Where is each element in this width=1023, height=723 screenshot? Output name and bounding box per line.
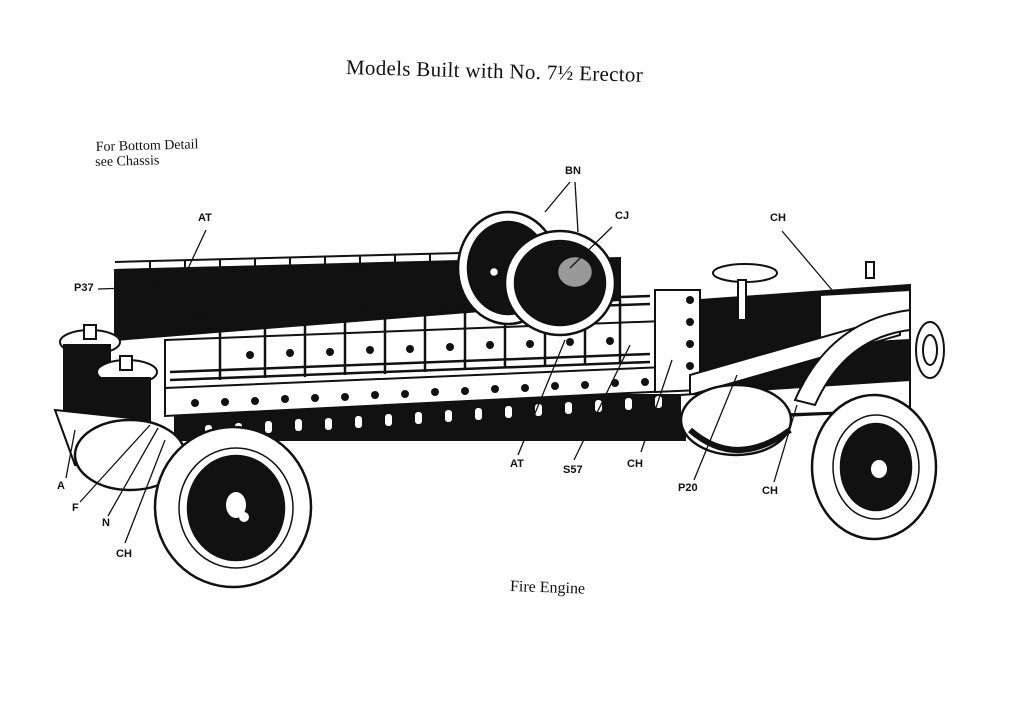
- callout-f: F: [72, 502, 79, 514]
- leader-p37: [97, 286, 161, 290]
- callout-p37: P37: [74, 282, 94, 294]
- leader-ch-br: [773, 404, 798, 483]
- upper-ladder: [114, 252, 461, 290]
- cab-section: [679, 261, 945, 422]
- leader-bn-2: [574, 181, 579, 233]
- callout-p20: P20: [678, 482, 698, 494]
- leader-at-top: [177, 229, 207, 291]
- leader-ch-top: [781, 230, 833, 291]
- callout-at-top: AT: [198, 212, 212, 224]
- chassis-slots: [205, 396, 662, 437]
- leader-f: [79, 424, 151, 503]
- callout-n: N: [102, 517, 110, 529]
- leader-n: [107, 427, 159, 517]
- leader-s57: [573, 344, 631, 461]
- leader-lines: [65, 181, 833, 544]
- rear-wheel: [153, 425, 313, 589]
- callout-bn: BN: [565, 165, 581, 177]
- panel-holes: [246, 337, 614, 359]
- callout-ch-bottom-left: CH: [116, 548, 132, 560]
- callout-ch-top: CH: [770, 212, 786, 224]
- callout-s57: S57: [563, 464, 583, 476]
- front-ladder: [169, 294, 651, 382]
- mudguard-arc: [793, 308, 911, 407]
- leader-p20: [693, 374, 738, 481]
- gear: [555, 254, 595, 290]
- leader-cj: [569, 226, 613, 269]
- callout-ch-bottom-mid: CH: [627, 458, 643, 470]
- leader-ch-mid: [640, 359, 673, 453]
- callout-cj: CJ: [615, 210, 630, 222]
- callout-ch-bottom-right: CH: [762, 485, 778, 497]
- callout-at-bottom: AT: [510, 458, 524, 470]
- rail-holes: [191, 378, 649, 407]
- truck-body: [114, 252, 701, 441]
- front-wheel: [810, 393, 938, 541]
- rear-hidden-wheel: [73, 383, 793, 492]
- callout-a: A: [57, 480, 65, 492]
- model-caption: Fire Engine: [509, 578, 586, 598]
- leader-ch-bl: [124, 439, 166, 544]
- leader-at-bottom: [517, 339, 566, 456]
- spare-wheels: [456, 210, 617, 337]
- leader-a: [65, 429, 76, 479]
- leader-bn-1: [544, 181, 571, 213]
